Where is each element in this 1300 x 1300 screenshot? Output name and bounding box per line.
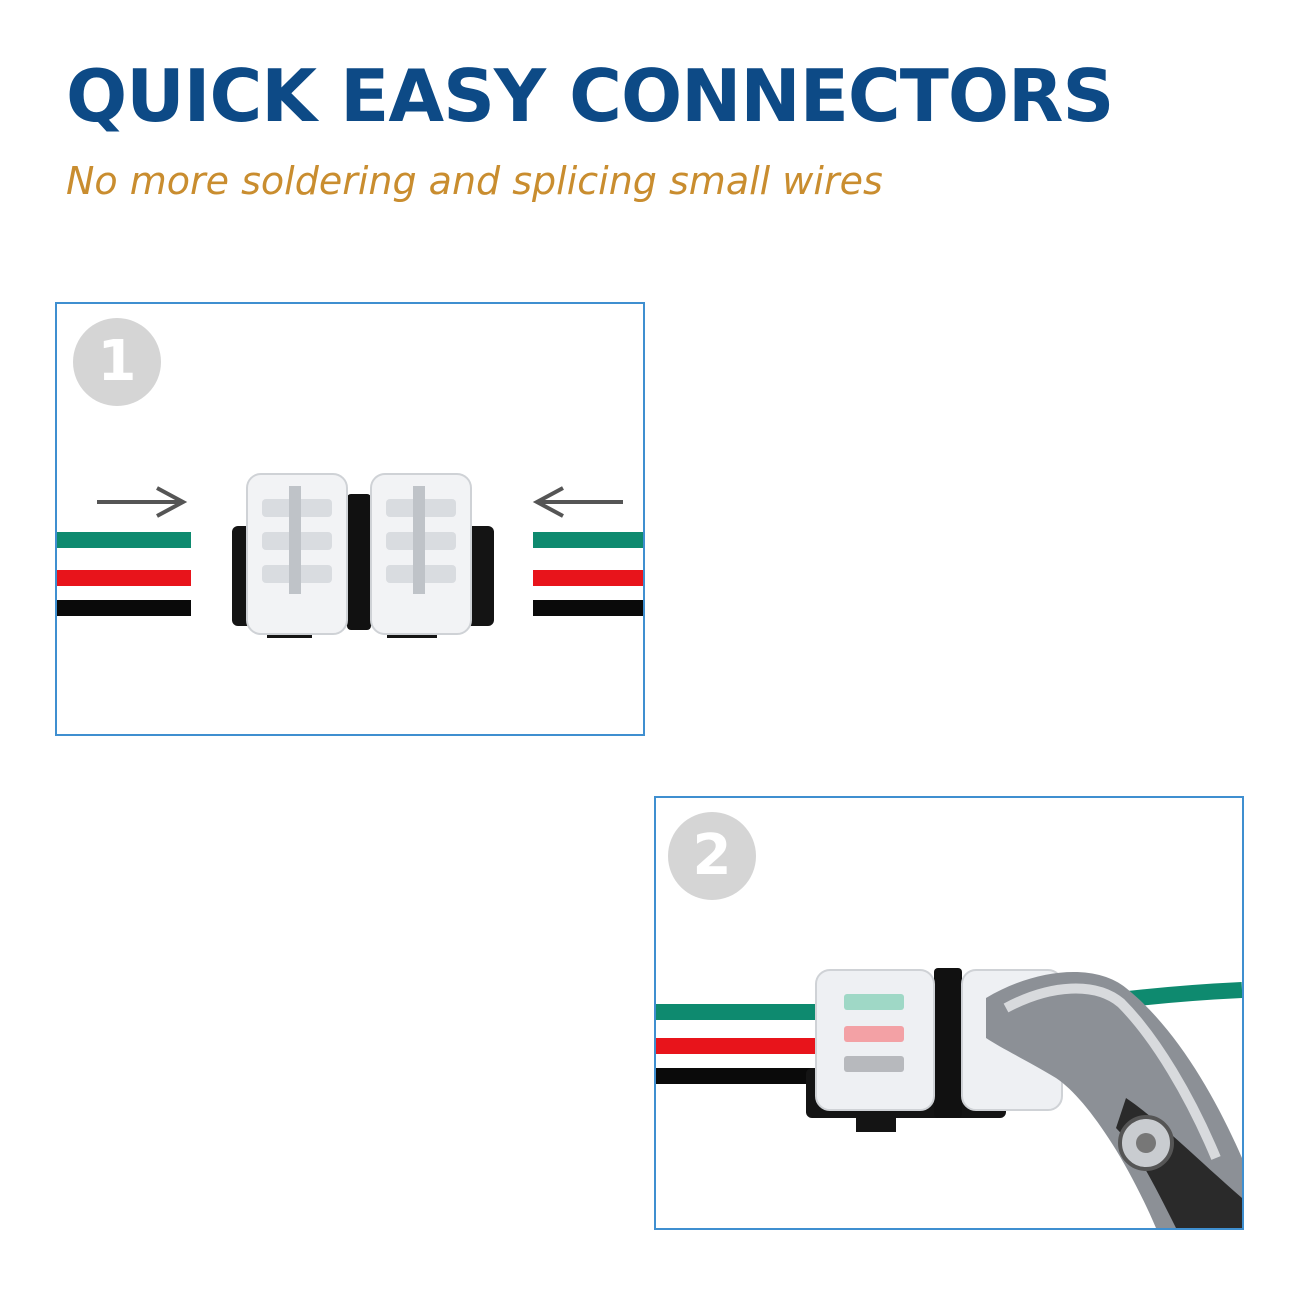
right-wires [533,532,643,616]
step-2-panel: 2 [654,796,1244,1230]
left-wires [57,532,191,616]
pliers-illustration [986,971,1242,1228]
page-subtitle: No more soldering and splicing small wir… [66,159,883,203]
step-1-panel: 1 [55,302,645,736]
step-2-badge: 2 [668,812,756,900]
step-1-badge: 1 [73,318,161,406]
step-1-illustration [57,473,643,638]
connector-illustration [232,473,494,638]
page-title: QUICK EASY CONNECTORS [66,54,1114,138]
arrow-left-icon [532,486,623,518]
step-2-illustration [656,968,1242,1228]
arrow-right-icon [97,486,188,518]
